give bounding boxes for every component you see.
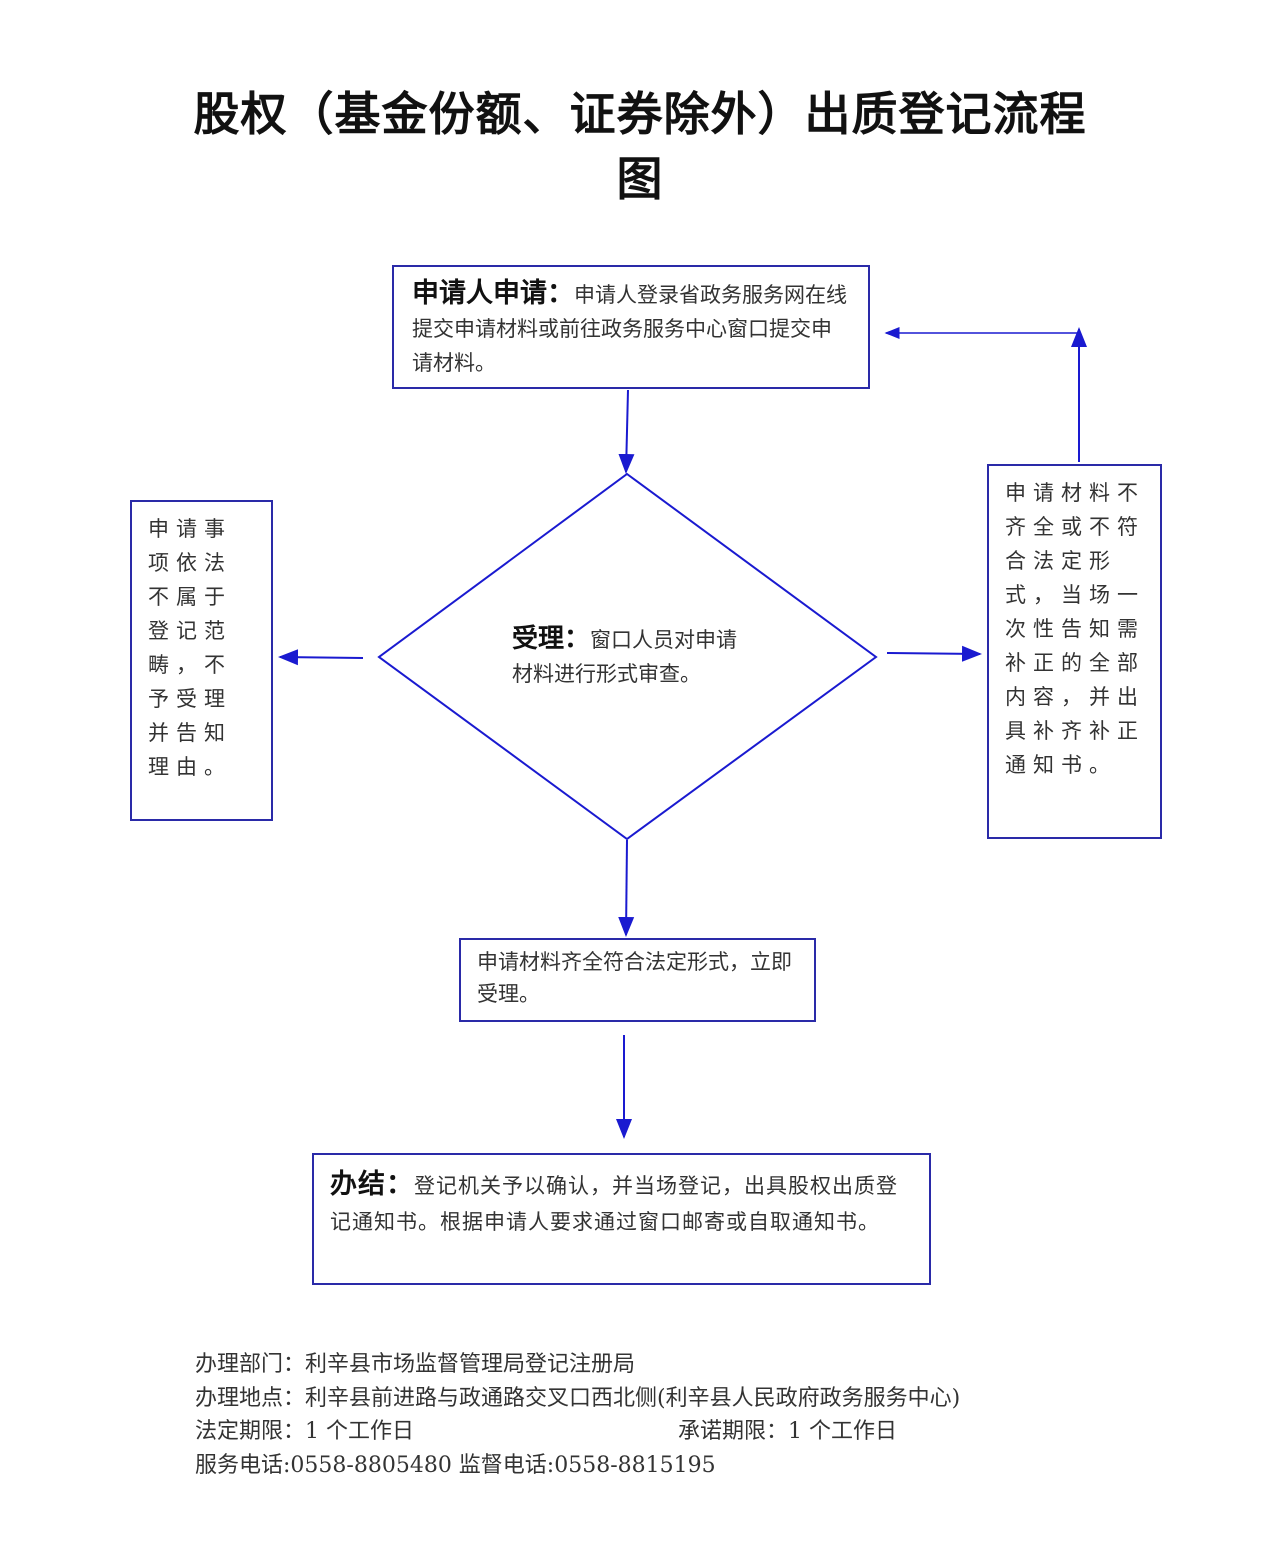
accepted-box: 申请材料齐全符合法定形式，立即受理。	[459, 938, 816, 1022]
arrow-to-reject	[278, 649, 364, 666]
review-label: 受理：	[512, 624, 591, 654]
footer-department: 办理部门：利辛县市场监督管理局登记注册局	[195, 1352, 636, 1377]
arrow-to-supplement	[886, 645, 982, 662]
footer-phones: 服务电话:0558-8805480 监督电话:0558-8815195	[195, 1453, 716, 1478]
reject-box: 申请事项依法不属于登记范畴，不予受理并告知理由。	[130, 500, 273, 821]
footer-promised-period: 承诺期限：1 个工作日	[678, 1419, 897, 1444]
accepted-text: 申请材料齐全符合法定形式，立即受理。	[477, 950, 792, 1006]
decision-diamond	[377, 472, 878, 841]
review-desc: 窗口人员对申请材料进行形式审查。	[512, 628, 738, 686]
apply-box: 申请人申请：申请人登录省政务服务网在线提交申请材料或前往政务服务中心窗口提交申请…	[392, 265, 870, 389]
complete-box: 办结：登记机关予以确认，并当场登记，出具股权出质登记通知书。根据申请人要求通过窗…	[312, 1153, 931, 1285]
footer-address: 办理地点：利辛县前进路与政通路交叉口西北侧(利辛县人民政府政务服务中心)	[195, 1386, 961, 1411]
apply-text: 申请人登录省政务服务网在线提交申请材料或前往政务服务中心窗口提交申请材料。	[412, 283, 847, 375]
arrow-apply-to-review	[618, 389, 635, 474]
apply-label: 申请人申请：	[412, 278, 574, 309]
review-text: 受理：窗口人员对申请材料进行形式审查。	[512, 622, 752, 691]
footer-legal-period: 法定期限：1 个工作日	[195, 1419, 414, 1444]
supplement-box: 申请材料不齐全或不符合法定形式，当场一次性告知需补正的全部内容，并出具补齐补正通…	[987, 464, 1162, 839]
reject-text: 申请事项依法不属于登记范畴，不予受理并告知理由。	[148, 517, 232, 779]
title-line1: 股权（基金份额、证券除外）出质登记流程	[193, 87, 1087, 141]
arrow-to-accepted	[618, 839, 635, 937]
complete-text: 登记机关予以确认，并当场登记，出具股权出质登记通知书。根据申请人要求通过窗口邮寄…	[330, 1174, 898, 1234]
title-line2: 图	[616, 152, 664, 206]
complete-label: 办结：	[330, 1169, 414, 1200]
supplement-text: 申请材料不齐全或不符合法定形式，当场一次性告知需补正的全部内容，并出具补齐补正通…	[1005, 481, 1145, 777]
